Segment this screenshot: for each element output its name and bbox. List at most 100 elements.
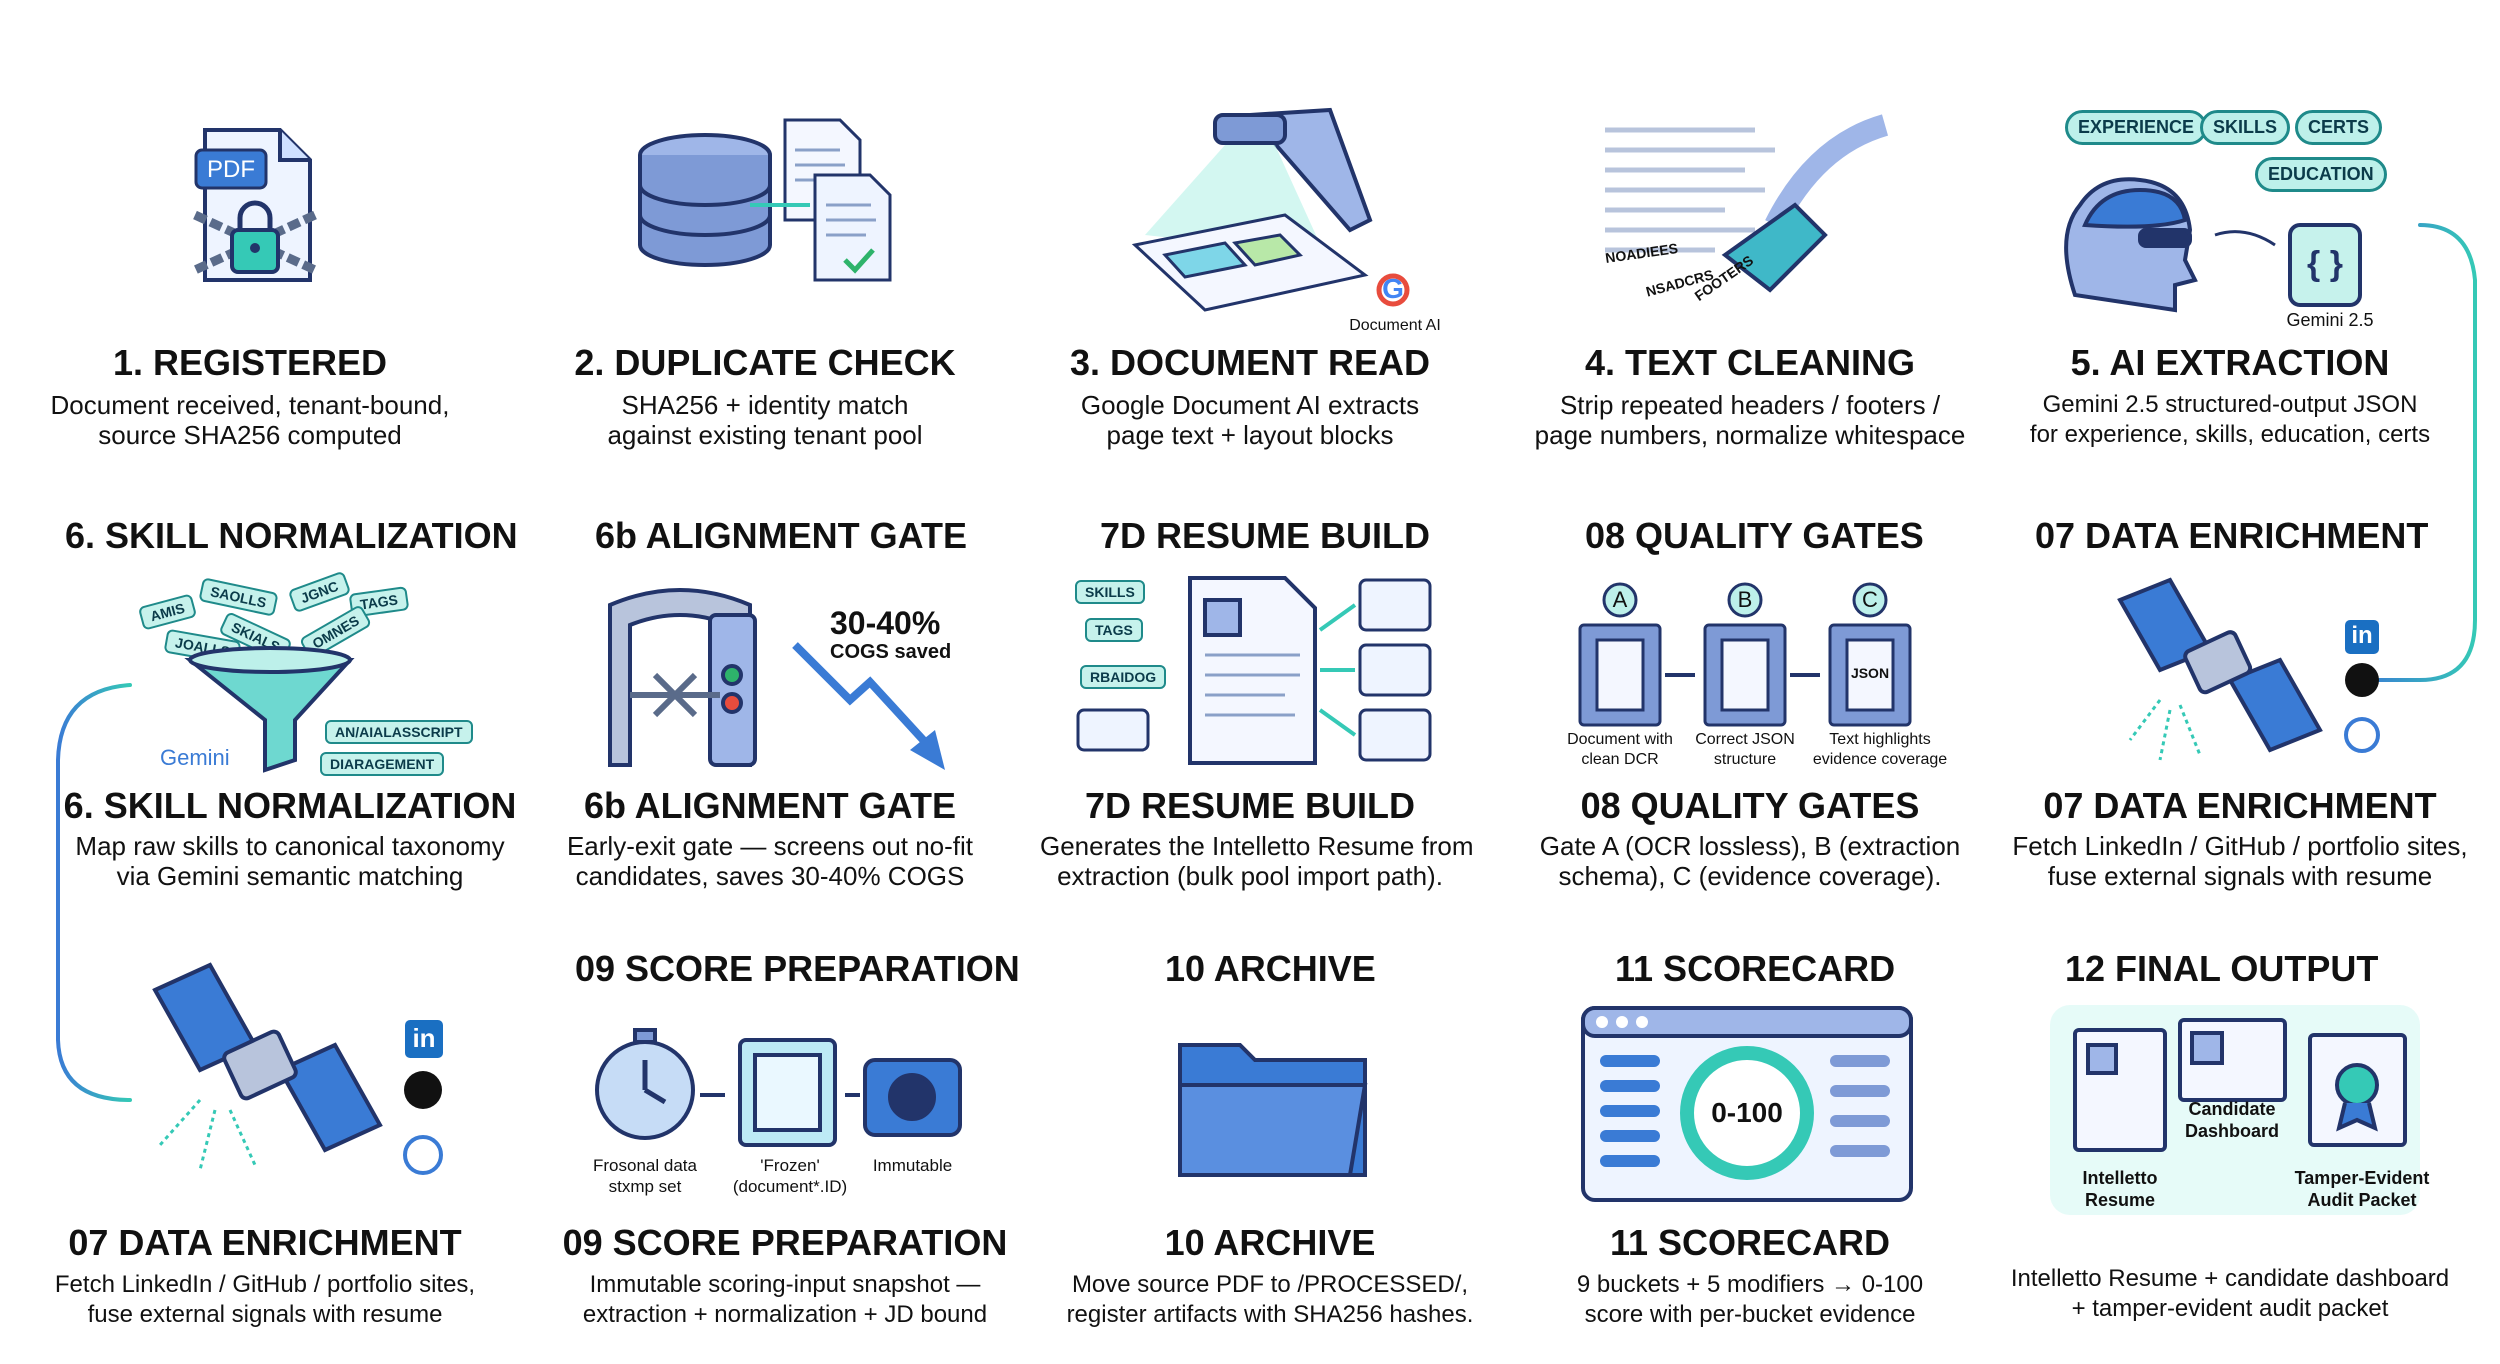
step-title: 1. REGISTERED (112, 342, 388, 383)
vacuum-cleaner-icon (1721, 114, 1889, 293)
linkedin-text: in (412, 1023, 436, 1053)
text-cleaning-illustration: NOADIEES NSADCRS FOOTERS (1595, 105, 1895, 315)
scanned-document-icon (1131, 213, 1369, 312)
step-title: 07 DATA ENRICHMENT (2043, 785, 2437, 826)
final-output-heading: 12 FINAL OUTPUT (2065, 948, 2379, 989)
skill-normalization-heading: 6. SKILL NORMALIZATION (65, 515, 518, 556)
github-icon (2345, 663, 2379, 697)
data-enrichment-illustration-bottom: in (120, 950, 450, 1190)
data-enrichment-illustration-top: in (2100, 570, 2380, 770)
connector-5-07 (2358, 223, 2477, 682)
frozen-document-icon (738, 1038, 837, 1147)
step-registered: 1. REGISTERED Document received, tenant-… (40, 342, 460, 450)
gemini-model-label: Gemini 2.5 (2286, 310, 2374, 330)
trend-down-arrow-icon (792, 642, 945, 770)
text-lines-icon (1605, 127, 1775, 253)
dashboard-icon (2178, 1018, 2287, 1102)
gate-letter: B (1737, 587, 1753, 612)
linkedin-text: in (2351, 622, 2373, 649)
step-resume-build: 7D RESUME BUILD Generates the Intelletto… (1040, 785, 1474, 891)
step-description: Intelletto Resume + candidate dashboard+… (2010, 1265, 2450, 1322)
step-skill-normalization: 6. SKILL NORMALIZATION Map raw skills to… (40, 785, 540, 891)
bubble-certs: CERTS (2295, 110, 2383, 145)
step-title: 08 QUALITY GATES (1580, 785, 1920, 826)
brain-head-icon (2064, 177, 2198, 313)
gemini-logo-text: Gemini (160, 745, 230, 770)
skill-normalization-illustration: AMIS SAOLLS JGNC TAGS SKIALS OMNES JOALL… (137, 570, 473, 780)
score-dial-label: 0-100 (1711, 1097, 1783, 1128)
step-text-cleaning: 4. TEXT CLEANING Strip repeated headers … (1530, 342, 1970, 450)
score-preparation-heading: 09 SCORE PREPARATION (575, 948, 1020, 989)
google-logo-icon (1376, 273, 1410, 307)
step-title: 10 ARCHIVE (1164, 1222, 1376, 1263)
step-title: 5. AI EXTRACTION (2070, 342, 2390, 383)
step-duplicate-check: 2. DUPLICATE CHECK SHA256 + identity mat… (550, 342, 980, 450)
savings-label: COGS saved (830, 641, 952, 663)
linkedin-icon (405, 1020, 443, 1058)
canonical-tag: DIARAGEMENT (320, 752, 445, 776)
step-description: Move source PDF to /PROCESSED/,register … (1066, 1271, 1474, 1328)
database-icon (638, 133, 772, 267)
gate-letter: A (1612, 587, 1628, 612)
step-alignment-gate: 6b ALIGNMENT GATE Early-exit gate — scre… (560, 785, 980, 891)
step-scorecard: 11 SCORECARD 9 buckets + 5 modifiers → 0… (1540, 1222, 1960, 1330)
step-archive: 10 ARCHIVE Move source PDF to /PROCESSED… (1060, 1222, 1480, 1330)
locked-pdf-icon (193, 128, 317, 282)
input-tag-other: RBAIDOG (1080, 665, 1167, 689)
json-label: JSON (1850, 665, 1890, 681)
step-data-enrichment-top: 07 DATA ENRICHMENT Fetch LinkedIn / GitH… (2000, 785, 2480, 891)
folder-icon (1178, 1043, 1368, 1177)
audit-packet-icon (2308, 1033, 2407, 1147)
step-title: 3. DOCUMENT READ (1069, 342, 1431, 383)
step-ai-extraction: 5. AI EXTRACTION Gemini 2.5 structured-o… (2010, 342, 2450, 450)
step-final-output: Intelletto Resume + candidate dashboard+… (1985, 1264, 2475, 1324)
stopwatch-icon (595, 1028, 695, 1140)
archive-illustration (1175, 1025, 1375, 1185)
canonical-tag: AN/AIALASSCRIPT (325, 720, 473, 744)
data-enrichment-heading: 07 DATA ENRICHMENT (2035, 515, 2429, 556)
resume-doc-icon (2073, 1028, 2167, 1152)
github-icon (404, 1071, 442, 1109)
step-title: 2. DUPLICATE CHECK (574, 342, 956, 383)
step-title: 11 SCORECARD (1609, 1222, 1891, 1263)
resume-document-icon (1188, 576, 1317, 765)
resume-build-heading: 7D RESUME BUILD (1100, 515, 1431, 556)
step-quality-gates: 08 QUALITY GATES Gate A (OCR lossless), … (1535, 785, 1965, 891)
archive-heading: 10 ARCHIVE (1165, 948, 1376, 989)
input-tag-skills: SKILLS (1075, 580, 1145, 604)
prep-caption: 'Frozen'(document*.ID) (732, 1156, 848, 1196)
step-title: 4. TEXT CLEANING (1584, 342, 1916, 383)
globe-icon (403, 1135, 443, 1175)
camera-icon (863, 1058, 962, 1137)
scorecard-heading: 11 SCORECARD (1615, 948, 1896, 989)
step-title: 6. SKILL NORMALIZATION (63, 785, 517, 826)
step-title: 6b ALIGNMENT GATE (584, 785, 956, 826)
step-description: Document received, tenant-bound,source S… (50, 390, 450, 450)
step-description: Fetch LinkedIn / GitHub / portfolio site… (54, 1271, 476, 1328)
satellite-icon (2117, 577, 2323, 753)
document-read-illustration: G Document AI (1125, 105, 1455, 345)
connector-6-07 (56, 683, 132, 1102)
input-tag-tags: TAGS (1085, 618, 1143, 642)
bubble-education: EDUCATION (2255, 157, 2387, 192)
step-document-read: 3. DOCUMENT READ Google Document AI extr… (1050, 342, 1450, 450)
savings-value: 30-40% (830, 605, 941, 641)
gate-letter: C (1862, 587, 1878, 612)
google-g: G (1382, 273, 1404, 304)
quality-gates-heading: 08 QUALITY GATES (1585, 515, 1924, 556)
step-score-preparation: 09 SCORE PREPARATION Immutable scoring-i… (555, 1222, 1015, 1330)
json-braces: { } (2307, 245, 2343, 283)
scorecard-window-icon (1581, 1006, 1913, 1202)
